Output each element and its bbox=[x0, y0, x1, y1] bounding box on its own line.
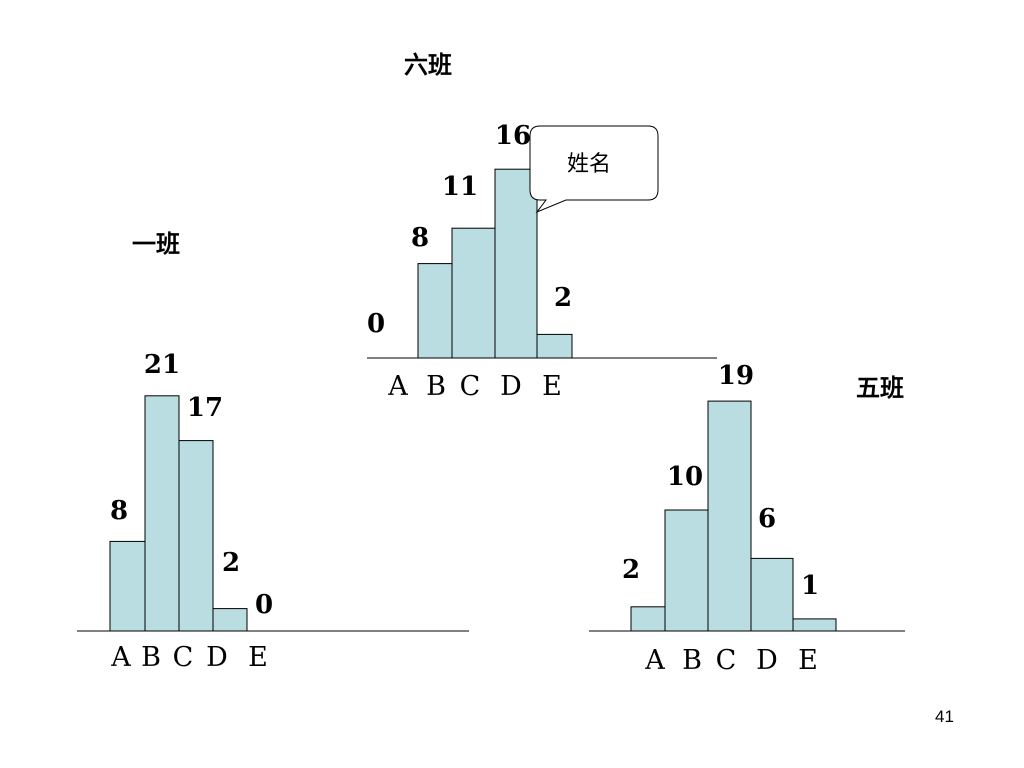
data-label-group: 2 10 19 6 1 bbox=[622, 361, 819, 601]
tick-label-group: A B C D E bbox=[644, 645, 818, 676]
data-label-d: 6 bbox=[758, 504, 776, 534]
tick-label-a: A bbox=[387, 371, 408, 402]
data-label-d: 2 bbox=[222, 548, 240, 578]
chart-title: 六班 bbox=[404, 50, 452, 79]
data-label-b: 10 bbox=[667, 462, 703, 492]
tick-label-b: B bbox=[141, 642, 161, 673]
chart-title: 五班 bbox=[856, 373, 904, 402]
data-label-b: 8 bbox=[411, 223, 429, 253]
data-label-e: 0 bbox=[255, 590, 273, 620]
bar-group bbox=[417, 168, 573, 359]
bar-b bbox=[144, 395, 180, 632]
tick-label-d: D bbox=[500, 371, 522, 402]
chart-class-1: 一班 8 21 17 2 0 A B C D E bbox=[77, 229, 469, 673]
tick-label-group: A B C D E bbox=[387, 371, 562, 402]
bar-c bbox=[707, 400, 752, 632]
data-label-group: 8 21 17 2 0 bbox=[110, 350, 273, 620]
data-label-d: 16 bbox=[495, 121, 531, 151]
data-label-e: 1 bbox=[801, 571, 819, 601]
chart-class-5: 五班 2 10 19 6 1 A B C D E bbox=[589, 361, 905, 676]
tick-label-c: C bbox=[460, 371, 481, 402]
bar-group bbox=[630, 400, 837, 632]
page-number: 41 bbox=[935, 707, 954, 726]
bar-b bbox=[664, 509, 709, 632]
data-label-c: 11 bbox=[442, 172, 478, 202]
bar-c bbox=[451, 227, 496, 359]
tick-label-e: E bbox=[542, 371, 562, 402]
tick-label-c: C bbox=[716, 645, 737, 676]
bar-group bbox=[109, 395, 248, 632]
tick-label-e: E bbox=[798, 645, 818, 676]
tick-label-d: D bbox=[756, 645, 778, 676]
bar-d bbox=[212, 608, 248, 632]
data-label-b: 21 bbox=[144, 350, 180, 380]
tick-label-b: B bbox=[682, 645, 702, 676]
tick-label-group: A B C D E bbox=[110, 642, 268, 673]
chart-class-6: 六班 0 8 11 16 2 A B C D E bbox=[367, 50, 717, 402]
tick-label-a: A bbox=[110, 642, 131, 673]
callout-bubble[interactable]: 姓名 bbox=[529, 125, 659, 214]
bar-e bbox=[792, 618, 837, 632]
data-label-c: 19 bbox=[718, 361, 754, 391]
bar-c bbox=[178, 440, 214, 632]
tick-label-a: A bbox=[644, 645, 665, 676]
data-label-a: 8 bbox=[110, 496, 128, 526]
chart-title: 一班 bbox=[132, 229, 180, 258]
bar-a bbox=[109, 540, 146, 632]
tick-label-d: D bbox=[206, 642, 228, 673]
data-label-a: 2 bbox=[622, 555, 640, 585]
data-label-e: 2 bbox=[554, 283, 572, 313]
bar-d bbox=[494, 168, 538, 359]
data-label-c: 17 bbox=[187, 393, 223, 423]
callout-shape bbox=[529, 125, 659, 214]
bar-e bbox=[536, 333, 573, 359]
bar-a bbox=[630, 606, 666, 632]
tick-label-b: B bbox=[426, 371, 446, 402]
bar-d bbox=[750, 557, 794, 632]
bar-b bbox=[417, 263, 453, 359]
callout-text: 姓名 bbox=[567, 152, 611, 177]
tick-label-e: E bbox=[248, 642, 268, 673]
data-label-group: 0 8 11 16 2 bbox=[367, 121, 572, 339]
tick-label-c: C bbox=[173, 642, 194, 673]
data-label-a: 0 bbox=[367, 309, 385, 339]
